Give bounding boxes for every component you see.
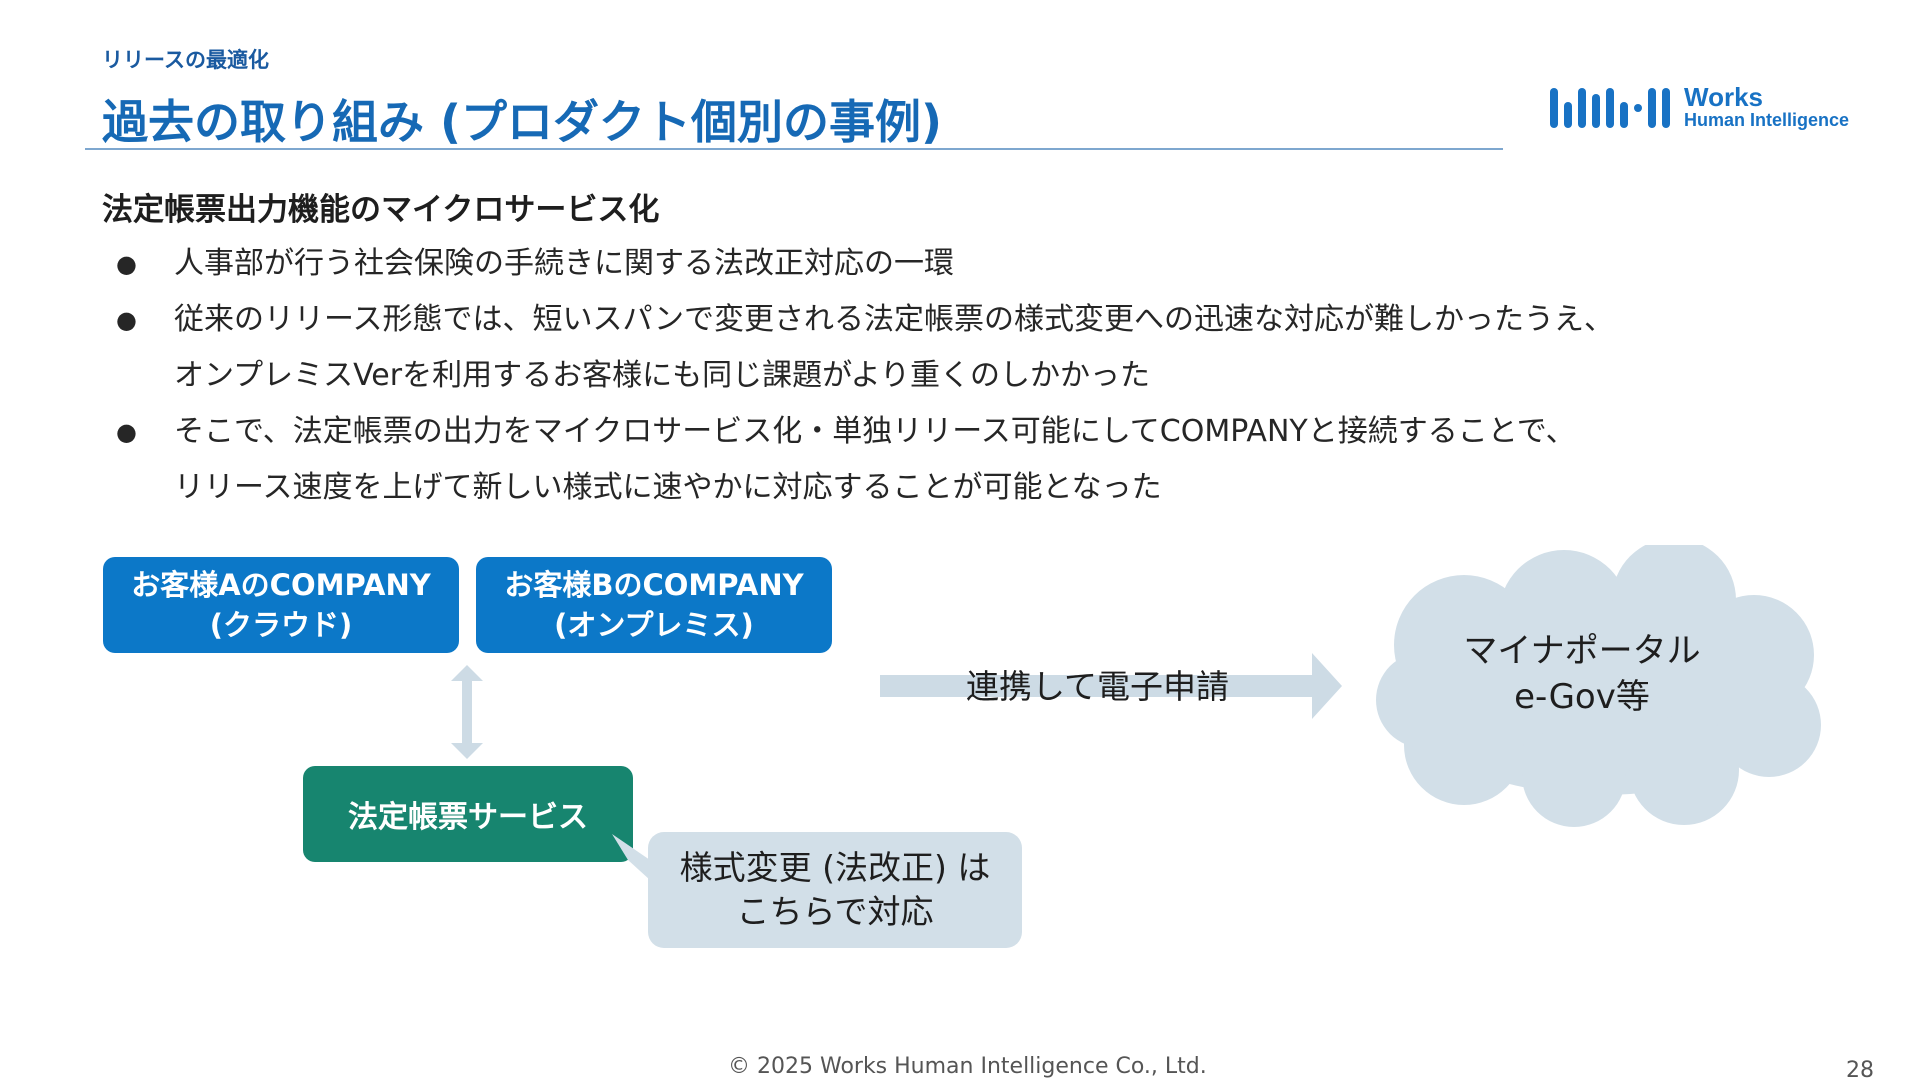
logo-subtitle: Human Intelligence	[1684, 110, 1850, 130]
bullet-line: リリース速度を上げて新しい様式に速やかに対応することが可能となった	[174, 470, 1162, 505]
cloud-label: マイナポータル e-Gov等	[1374, 628, 1790, 720]
bullet-dot-icon: ●	[116, 306, 137, 334]
callout-line-2: こちらで対応	[736, 892, 934, 931]
bullet-item: ● 人事部が行う社会保険の手続きに関する法改正対応の一環	[112, 236, 1852, 292]
page-number: 28	[1846, 1058, 1874, 1083]
customer-b-type: (オンプレミス)	[554, 608, 754, 642]
page-title: 過去の取り組み (プロダクト個別の事例)	[102, 95, 943, 149]
legal-form-service-box: 法定帳票サービス	[303, 766, 633, 862]
callout-tail-icon	[612, 834, 650, 880]
cloud-line-1: マイナポータル	[1463, 631, 1701, 671]
callout-bubble: 様式変更 (法改正) は こちらで対応	[648, 832, 1022, 948]
title-divider	[85, 148, 1503, 150]
company-logo: Works Human Intelligence	[1548, 80, 1858, 136]
logo-mark-icon	[1550, 88, 1670, 128]
cloud-line-2: e-Gov等	[1514, 677, 1650, 717]
customer-a-box: お客様AのCOMPANY (クラウド)	[103, 557, 459, 653]
bullet-list: ● 人事部が行う社会保険の手続きに関する法改正対応の一環 ● 従来のリリース形態…	[112, 236, 1852, 516]
bidirectional-arrow-icon	[451, 665, 483, 759]
bullet-dot-icon: ●	[116, 250, 137, 278]
customer-a-label: お客様AのCOMPANY	[131, 568, 431, 602]
customer-a-type: (クラウド)	[209, 608, 353, 642]
bullet-item: ● 従来のリリース形態では、短いスパンで変更される法定帳票の様式変更への迅速な対…	[112, 292, 1852, 404]
right-arrow-icon	[880, 653, 1342, 719]
breadcrumb: リリースの最適化	[102, 48, 269, 72]
customer-b-box: お客様BのCOMPANY (オンプレミス)	[476, 557, 832, 653]
logo-word: Works	[1684, 82, 1763, 112]
customer-b-label: お客様BのCOMPANY	[504, 568, 804, 602]
section-subheading: 法定帳票出力機能のマイクロサービス化	[102, 192, 660, 228]
cloud-icon	[1376, 545, 1821, 827]
bullet-line: そこで、法定帳票の出力をマイクロサービス化・単独リリース可能にしてCOMPANY…	[174, 414, 1576, 449]
bullet-line: 人事部が行う社会保険の手続きに関する法改正対応の一環	[174, 246, 954, 281]
copyright-text: © 2025 Works Human Intelligence Co., Ltd…	[728, 1054, 1207, 1079]
callout-line-1: 様式変更 (法改正) は	[679, 848, 991, 887]
bullet-item: ● そこで、法定帳票の出力をマイクロサービス化・単独リリース可能にしてCOMPA…	[112, 404, 1852, 516]
arrow-label: 連携して電子申請	[966, 667, 1230, 706]
bullet-line: 従来のリリース形態では、短いスパンで変更される法定帳票の様式変更への迅速な対応が…	[174, 302, 1614, 337]
bullet-line: オンプレミスVerを利用するお客様にも同じ課題がより重くのしかかった	[174, 358, 1150, 393]
bullet-dot-icon: ●	[116, 418, 137, 446]
